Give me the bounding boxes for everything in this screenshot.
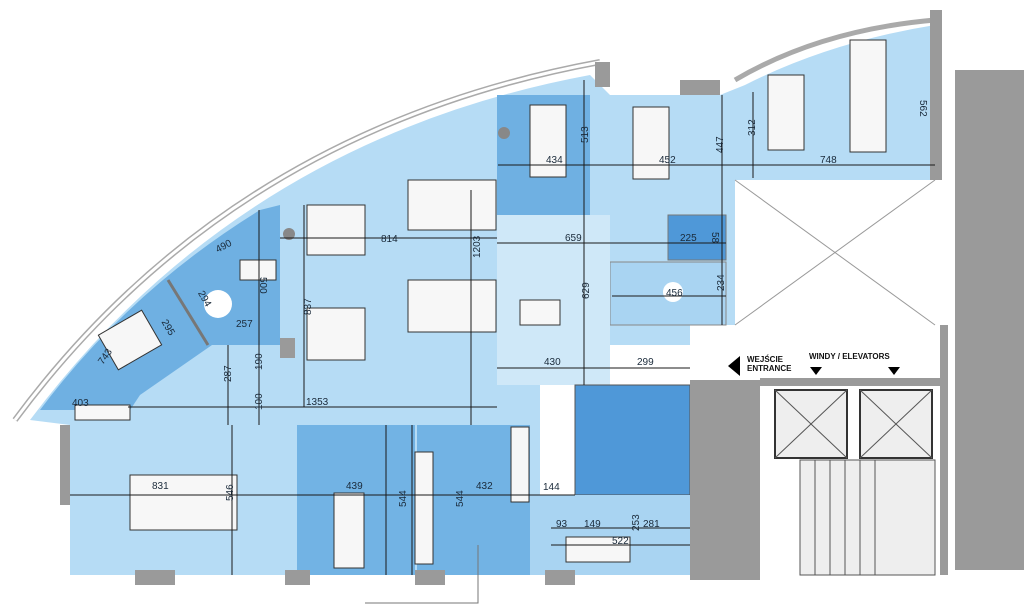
dim-label: 452 xyxy=(659,155,676,166)
dim-label: 439 xyxy=(346,481,363,492)
dim-label: 190 xyxy=(254,353,265,370)
dim-label: 500 xyxy=(257,277,268,294)
dim-label: 434 xyxy=(546,155,563,166)
dim-label: 513 xyxy=(580,126,591,143)
wc-area xyxy=(574,384,691,496)
stairs xyxy=(799,459,936,576)
dim-label: 225 xyxy=(680,233,697,244)
entrance-label-en: ENTRANCE xyxy=(747,364,792,373)
dimension-lines xyxy=(70,80,935,575)
elevator-arrow-icon xyxy=(810,367,822,375)
dim-label: 432 xyxy=(476,481,493,492)
dim-label: 257 xyxy=(236,319,253,330)
dim-label: 100 xyxy=(254,393,265,410)
dim-label: 253 xyxy=(631,514,642,531)
dim-label: 1203 xyxy=(472,235,483,258)
elevator-arrow-icon xyxy=(888,367,900,375)
entrance-arrow-icon xyxy=(728,356,740,376)
dim-label: 281 xyxy=(643,519,660,530)
dim-label: 522 xyxy=(612,536,629,547)
dim-label: 659 xyxy=(565,233,582,244)
dim-label: 831 xyxy=(152,481,169,492)
elevators-label: WINDY / ELEVATORS xyxy=(809,352,890,361)
dim-label: 312 xyxy=(747,119,758,136)
dim-label: 1353 xyxy=(306,397,329,408)
core-wall xyxy=(690,380,760,580)
dim-label: 144 xyxy=(543,482,560,493)
dim-label: 544 xyxy=(455,490,466,507)
dim-label: 544 xyxy=(398,490,409,507)
meeting-room-wedge xyxy=(40,205,280,410)
dim-label: 546 xyxy=(225,484,236,501)
dim-label: 58 xyxy=(709,232,720,244)
dim-label: 149 xyxy=(584,519,601,530)
dim-label: 403 xyxy=(72,398,89,409)
dim-label: 562 xyxy=(917,100,928,117)
facade-curve-east xyxy=(733,17,936,83)
small-room xyxy=(667,214,727,261)
dim-label: 629 xyxy=(581,282,592,299)
dim-label: 93 xyxy=(556,519,568,530)
dim-label: 456 xyxy=(666,288,683,299)
dim-label: 299 xyxy=(637,357,654,368)
entrance-label-pl: WEJŚCIE xyxy=(747,355,784,364)
dim-label: 748 xyxy=(820,155,837,166)
dim-label: 234 xyxy=(716,274,727,291)
dim-label: 287 xyxy=(223,365,234,382)
dim-label: 814 xyxy=(381,234,398,245)
kitchen xyxy=(530,495,690,575)
dim-label: 447 xyxy=(715,136,726,153)
dim-label: 430 xyxy=(544,357,561,368)
dim-label: 837 xyxy=(303,298,314,315)
